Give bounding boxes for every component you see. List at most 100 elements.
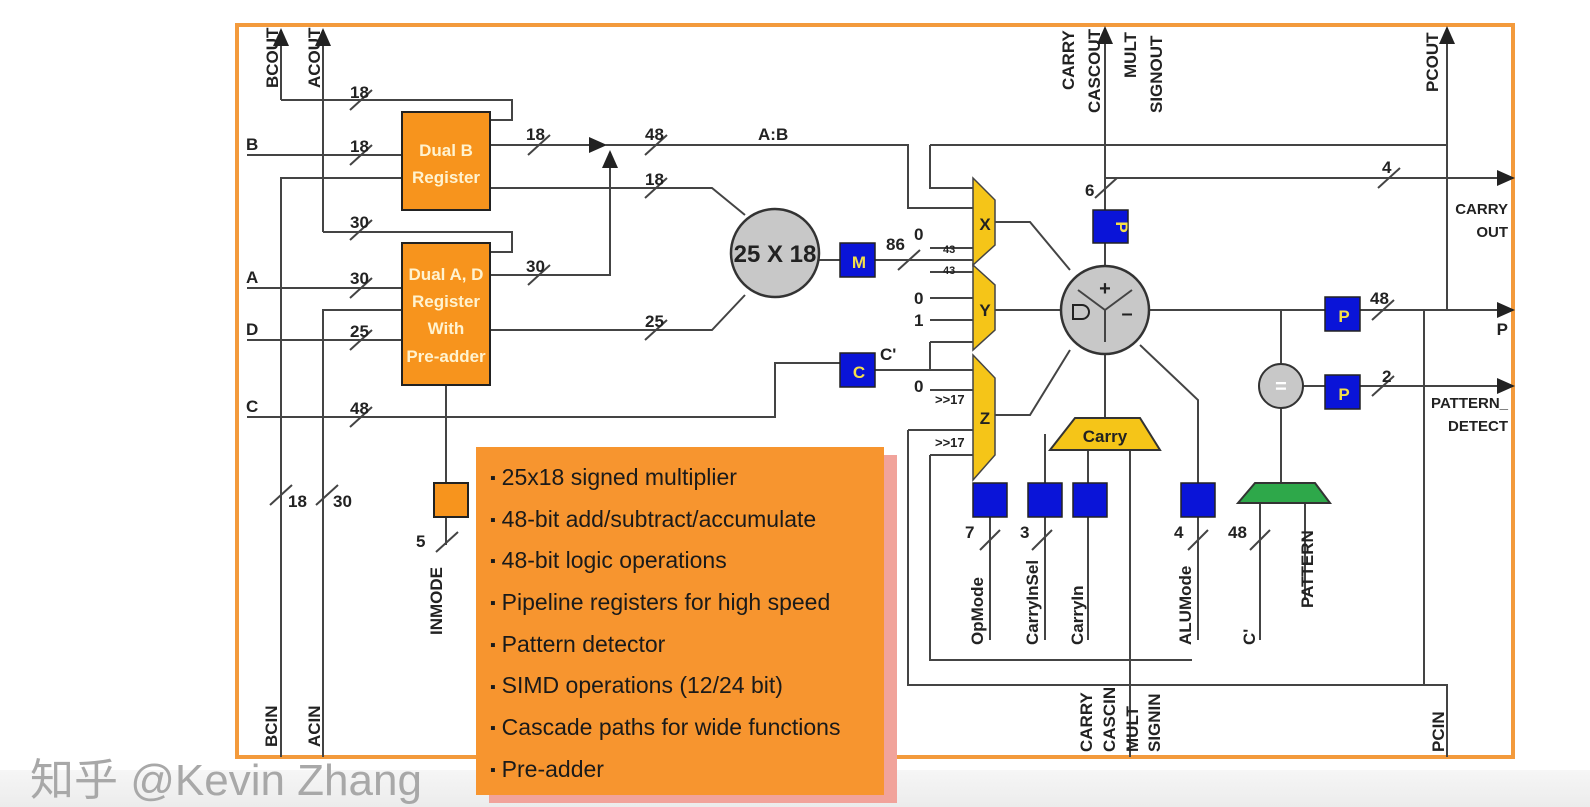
- features-list: 25x18 signed multiplier 48-bit add/subtr…: [476, 447, 884, 791]
- port-pattern-detect: DETECT: [1448, 418, 1508, 435]
- width-m: 86: [886, 235, 905, 254]
- c-register: [839, 352, 876, 388]
- width-b: 18: [350, 137, 369, 156]
- p-register-label: P: [1338, 307, 1349, 326]
- mux-z-zero: 0: [914, 377, 923, 396]
- m-register: [839, 242, 876, 278]
- mux-z-shift: >>17: [935, 435, 965, 450]
- dual-b-label: Register: [412, 168, 480, 187]
- width-carry-out: 4: [1382, 158, 1392, 177]
- width-bcin: 18: [288, 492, 307, 511]
- dual-ad-label: With: [428, 319, 465, 338]
- width-acout: 30: [350, 213, 369, 232]
- port-c: C: [246, 397, 258, 416]
- feature-item: Pipeline registers for high speed: [490, 582, 884, 624]
- dual-ad-label: Pre-adder: [406, 347, 486, 366]
- feature-item: SIMD operations (12/24 bit): [490, 665, 884, 707]
- carryin-register: [1072, 482, 1108, 518]
- inmode-register: [433, 482, 469, 518]
- pattern-comparator: [1258, 363, 1304, 409]
- port-b: B: [246, 135, 258, 154]
- dual-ad-label: Register: [412, 292, 480, 311]
- dual-b-register: [401, 111, 491, 211]
- mux-x-zero: 0: [914, 225, 923, 244]
- width-pattern: 48: [1228, 523, 1247, 542]
- feature-item: 25x18 signed multiplier: [490, 457, 884, 499]
- port-alumode: ALUMode: [1176, 566, 1195, 645]
- port-carry-out: OUT: [1476, 224, 1508, 241]
- alu-minus: –: [1121, 303, 1132, 325]
- width-pattern-detect: 2: [1382, 367, 1391, 386]
- port-c-prime: C': [1240, 629, 1259, 645]
- feature-item: 48-bit add/subtract/accumulate: [490, 499, 884, 541]
- port-inmode: INMODE: [427, 567, 446, 635]
- port-carry-cascout: CASCOUT: [1085, 28, 1104, 113]
- port-carryin: CarryIn: [1068, 585, 1087, 645]
- port-acin: ACIN: [305, 705, 324, 747]
- port-mult-signin: MULT: [1123, 705, 1142, 752]
- mux-z-label: Z: [980, 409, 990, 428]
- multiplier-label: 25 X 18: [734, 241, 817, 268]
- port-carryinsel: CarryInSel: [1023, 560, 1042, 645]
- width-carry-cascout: 6: [1085, 181, 1094, 200]
- width-b-out: 18: [526, 125, 545, 144]
- feature-item: Cascade paths for wide functions: [490, 707, 884, 749]
- port-carry-cascin: CARRY: [1077, 692, 1096, 752]
- pattern-detect-register-label: P: [1338, 385, 1349, 404]
- m-register-label: M: [852, 253, 866, 272]
- port-pcin: PCIN: [1429, 711, 1448, 752]
- width-m-x: 43: [943, 244, 955, 256]
- width-a-out: 30: [526, 257, 545, 276]
- mux-x-label: X: [979, 215, 991, 234]
- mux-y-zero: 0: [914, 289, 923, 308]
- opmode-register: [972, 482, 1008, 518]
- carry-cascout-register-label: P: [1112, 221, 1131, 232]
- port-carry-cascout: CARRY: [1059, 30, 1078, 90]
- alu-plus: +: [1099, 278, 1111, 300]
- feature-item: Pattern detector: [490, 624, 884, 666]
- mux-y-label: Y: [979, 301, 991, 320]
- width-alumode: 4: [1174, 523, 1184, 542]
- carry-logic: [1047, 417, 1162, 451]
- width-acin: 30: [333, 492, 352, 511]
- pattern-mux: [1235, 482, 1332, 504]
- port-bcout: BCOUT: [263, 27, 282, 88]
- width-ab: 48: [645, 125, 664, 144]
- width-c: 48: [350, 399, 369, 418]
- port-acout: ACOUT: [305, 27, 324, 88]
- carry-label: Carry: [1083, 427, 1128, 446]
- features-callout: 25x18 signed multiplier 48-bit add/subtr…: [476, 447, 884, 795]
- port-bcin: BCIN: [262, 705, 281, 747]
- pattern-detect-register: [1324, 374, 1361, 410]
- port-mult-signout: MULT: [1121, 31, 1140, 78]
- mux-z-shift: >>17: [935, 392, 965, 407]
- width-b-mult: 18: [645, 170, 664, 189]
- width-p: 48: [1370, 289, 1389, 308]
- port-carry-cascin: CASCIN: [1100, 687, 1119, 752]
- ab-label: A:B: [758, 125, 788, 144]
- port-pattern: PATTERN: [1298, 530, 1317, 608]
- feature-item: 48-bit logic operations: [490, 540, 884, 582]
- mux-y-one: 1: [914, 311, 923, 330]
- width-carryinsel: 3: [1020, 523, 1029, 542]
- alumode-register: [1180, 482, 1216, 518]
- port-mult-signout: SIGNOUT: [1147, 35, 1166, 113]
- port-mult-signin: SIGNIN: [1145, 693, 1164, 752]
- width-opmode: 7: [965, 523, 974, 542]
- watermark: 知乎 @Kevin Zhang: [30, 756, 422, 805]
- dual-ad-register: [401, 242, 491, 386]
- port-opmode: OpMode: [968, 577, 987, 645]
- multiplier: [729, 207, 821, 299]
- mux-z: [972, 353, 996, 482]
- width-a: 30: [350, 269, 369, 288]
- logic-gate-icon: [1072, 304, 1090, 320]
- dual-b-label: Dual B: [419, 141, 473, 160]
- width-d: 25: [350, 322, 369, 341]
- port-pattern-detect: PATTERN_: [1431, 395, 1509, 412]
- width-inmode: 5: [416, 532, 425, 551]
- c-prime-label: C': [880, 345, 896, 364]
- width-m-y: 43: [943, 265, 955, 277]
- mux-y: [972, 263, 996, 352]
- feature-item: Pre-adder: [490, 749, 884, 791]
